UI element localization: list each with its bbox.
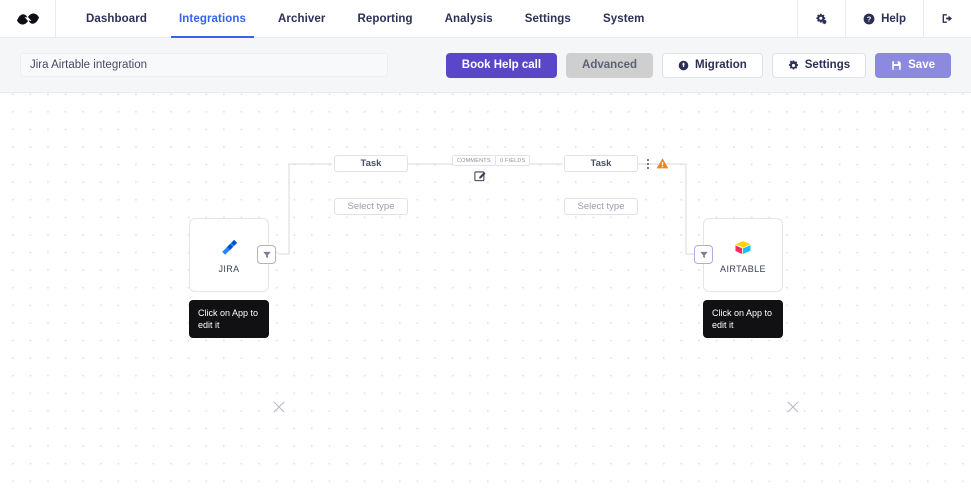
nav-label: Archiver (277, 12, 326, 25)
nav-item-archiver[interactable]: Archiver (262, 0, 341, 37)
app-logo[interactable] (0, 0, 56, 37)
warning-triangle-icon[interactable] (656, 157, 669, 170)
integration-flow-canvas[interactable]: JIRA Click on App to edit it Task Select… (0, 93, 971, 496)
link-kebab-menu-icon[interactable] (647, 159, 649, 169)
app-node-airtable-label: AIRTABLE (720, 263, 766, 274)
integration-toolbar: Book Help call Advanced Migration Settin… (0, 38, 971, 93)
filter-icon (262, 251, 271, 258)
advanced-label: Advanced (582, 59, 638, 71)
jira-tooltip: Click on App to edit it (189, 300, 269, 338)
nav-item-system[interactable]: System (587, 0, 661, 37)
jira-entity-task-label: Task (360, 158, 382, 169)
connection-lines (278, 163, 697, 255)
nav-item-analysis[interactable]: Analysis (429, 0, 509, 37)
edit-square-icon[interactable] (474, 170, 486, 182)
link-comments-label: COMMENTS (457, 157, 491, 164)
logout-icon (942, 14, 953, 23)
link-fields-label: 0 FIELDS (500, 157, 526, 164)
airtable-icon (732, 236, 754, 259)
save-label: Save (908, 59, 935, 71)
logo-mark-icon (16, 12, 39, 25)
link-comments-chip[interactable]: COMMENTS (452, 155, 496, 166)
nav-settings-button[interactable] (797, 0, 845, 37)
settings-button[interactable]: Settings (771, 52, 867, 78)
jira-select-type-label: Select type (347, 201, 395, 212)
nav-label: Dashboard (86, 12, 147, 25)
airtable-select-type-box[interactable]: Select type (564, 198, 638, 215)
airtable-tooltip-text: Click on App to edit it (712, 308, 773, 330)
nav-item-dashboard[interactable]: Dashboard (70, 0, 163, 37)
jira-entity-task-box[interactable]: Task (334, 155, 408, 172)
airtable-entity-task-box[interactable]: Task (564, 155, 638, 172)
svg-text:?: ? (867, 14, 872, 23)
jira-filter-button[interactable] (257, 245, 276, 264)
migration-circle-icon (678, 60, 689, 70)
app-node-airtable[interactable]: AIRTABLE (703, 218, 783, 292)
nav-label: System (602, 12, 645, 25)
gears-icon (816, 13, 827, 24)
migration-button[interactable]: Migration (662, 52, 763, 78)
jira-remove-button[interactable] (272, 400, 286, 414)
nav-logout-button[interactable] (923, 0, 971, 37)
nav-right-group: ? Help (797, 0, 971, 37)
nav-label: Analysis (444, 12, 493, 25)
airtable-tooltip: Click on App to edit it (703, 300, 783, 338)
nav-item-settings[interactable]: Settings (509, 0, 587, 37)
gear-icon (788, 59, 798, 70)
link-fields-chip[interactable]: 0 FIELDS (495, 155, 531, 166)
nav-label: Reporting (357, 12, 413, 25)
nav-label: Settings (524, 12, 571, 25)
jira-icon (222, 239, 238, 255)
app-node-jira-label: JIRA (218, 263, 240, 274)
airtable-entity-task-label: Task (590, 158, 612, 169)
nav-label: Integrations (178, 12, 246, 25)
integration-name-input[interactable] (20, 53, 388, 77)
jira-select-type-box[interactable]: Select type (334, 198, 408, 215)
settings-label: Settings (804, 59, 851, 71)
nav-help-button[interactable]: ? Help (845, 0, 923, 37)
airtable-remove-button[interactable] (786, 400, 800, 414)
book-help-call-label: Book Help call (461, 59, 542, 71)
airtable-filter-button[interactable] (694, 245, 713, 264)
question-circle-icon: ? (863, 13, 875, 24)
nav-item-integrations[interactable]: Integrations (163, 0, 262, 38)
airtable-select-type-label: Select type (577, 201, 625, 212)
nav-help-label: Help (881, 12, 906, 25)
book-help-call-button[interactable]: Book Help call (445, 52, 558, 78)
migration-label: Migration (695, 59, 747, 71)
toolbar-actions: Book Help call Advanced Migration Settin… (445, 52, 951, 78)
app-node-jira[interactable]: JIRA (189, 218, 269, 292)
nav-items: Dashboard Integrations Archiver Reportin… (56, 0, 661, 38)
floppy-disk-icon (892, 60, 901, 70)
jira-tooltip-text: Click on App to edit it (198, 308, 259, 330)
top-navigation-bar: Dashboard Integrations Archiver Reportin… (0, 0, 971, 38)
nav-item-reporting[interactable]: Reporting (341, 0, 428, 37)
save-button[interactable]: Save (875, 52, 951, 78)
filter-icon (699, 251, 708, 258)
advanced-button[interactable]: Advanced (566, 52, 654, 78)
